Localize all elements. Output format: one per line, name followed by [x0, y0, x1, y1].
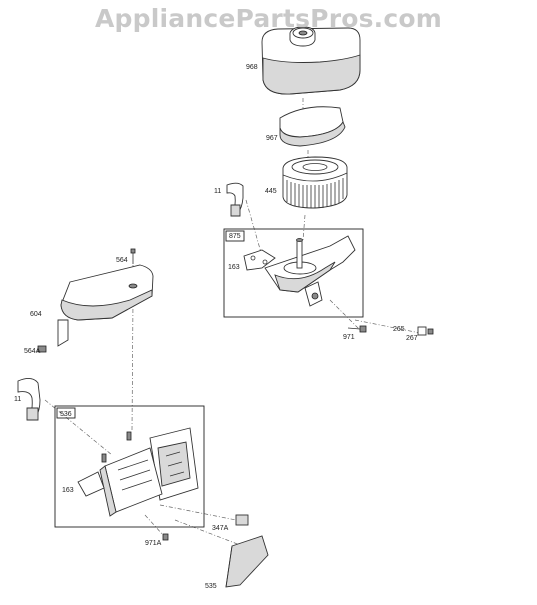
cover-604 [57, 264, 154, 347]
breather-tube-11-top [226, 182, 244, 217]
label-535: 535 [205, 583, 217, 590]
label-564: 564 [116, 257, 128, 264]
label-536: 536 [60, 411, 72, 418]
label-163-top: 163 [228, 264, 240, 271]
assembly-box-536-tag [56, 407, 76, 419]
pre-cleaner-535 [225, 535, 269, 588]
base-assembly-875 [243, 235, 356, 307]
fitting-265 [417, 326, 427, 336]
label-11-bottom: 11 [14, 396, 21, 403]
air-filter-445 [282, 156, 348, 209]
fitting-267 [427, 328, 434, 335]
breather-tube-11-bottom [17, 378, 41, 421]
screw-971 [347, 325, 367, 333]
label-564A: 564A [24, 348, 41, 355]
label-968: 968 [246, 64, 258, 71]
assembly-box-536 [54, 405, 205, 528]
assembly-guide-lines [44, 98, 421, 546]
label-971A: 971A [145, 540, 162, 547]
nut-564A [37, 345, 47, 353]
label-971: 971 [343, 334, 355, 341]
assembly-box-875-tag [225, 230, 245, 242]
label-604: 604 [30, 311, 42, 318]
watermark: AppliancePartsPros.com [94, 4, 443, 33]
label-163-bottom: 163 [62, 487, 74, 494]
label-267: 267 [406, 335, 418, 342]
air-cleaner-cover-968 [261, 26, 361, 95]
pre-cleaner-967 [279, 106, 346, 147]
label-11-top: 11 [214, 188, 221, 195]
label-875: 875 [229, 233, 241, 240]
label-347A: 347A [212, 525, 229, 532]
screw-971A [162, 533, 169, 541]
clip-347A [235, 514, 249, 526]
part-labels: 968 967 11 445 875 163 564 604 564A 971 … [14, 64, 418, 590]
label-967: 967 [266, 135, 278, 142]
assembly-box-875 [223, 228, 364, 318]
label-265: 265 [393, 326, 405, 333]
label-445: 445 [265, 188, 277, 195]
bolt-564 [130, 248, 136, 264]
air-cleaner-base-536 [77, 427, 199, 517]
